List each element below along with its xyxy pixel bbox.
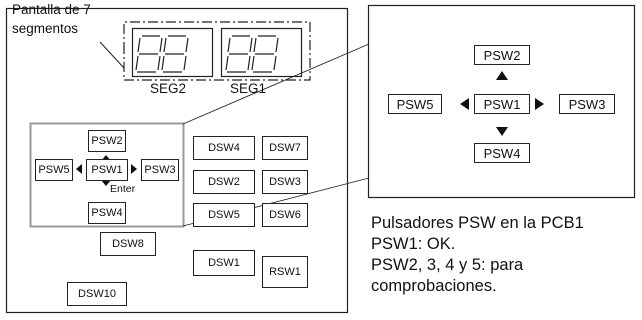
psw2-button[interactable]: PSW2 xyxy=(88,130,126,152)
seg1-frame xyxy=(220,27,303,78)
dsw8-switch[interactable]: DSW8 xyxy=(100,232,156,256)
description-line1: Pulsadores PSW en la PCB1 xyxy=(371,214,584,232)
enter-label: Enter xyxy=(110,183,136,195)
callout-line-top xyxy=(182,43,370,125)
zoom-psw3-button[interactable]: PSW3 xyxy=(559,94,615,114)
zoom-psw5-button[interactable]: PSW5 xyxy=(388,94,442,114)
psw3-button[interactable]: PSW3 xyxy=(141,159,179,181)
description-line3: PSW2, 3, 4 y 5: para xyxy=(371,256,524,274)
arrow-right-icon xyxy=(131,164,137,174)
pcb-frame xyxy=(5,7,349,314)
rsw1-switch[interactable]: RSW1 xyxy=(262,256,308,288)
dsw3-switch[interactable]: DSW3 xyxy=(262,170,308,194)
description-line2: PSW1: OK. xyxy=(371,235,456,253)
zoom-arrow-right-icon xyxy=(535,98,544,110)
seg1-label: SEG1 xyxy=(230,81,267,96)
arrow-down-icon xyxy=(101,180,111,186)
dsw6-switch[interactable]: DSW6 xyxy=(262,203,308,227)
arrow-left-icon xyxy=(76,164,82,174)
zoom-psw1-button[interactable]: PSW1 xyxy=(474,94,530,114)
zoom-arrow-up-icon xyxy=(496,71,508,80)
zoom-arrow-down-icon xyxy=(496,127,508,136)
psw4-button[interactable]: PSW4 xyxy=(88,202,126,224)
psw5-button[interactable]: PSW5 xyxy=(35,159,73,181)
dsw1-switch[interactable]: DSW1 xyxy=(193,250,255,276)
zoom-psw4-button[interactable]: PSW4 xyxy=(474,143,530,163)
dsw7-switch[interactable]: DSW7 xyxy=(262,136,308,160)
dsw2-switch[interactable]: DSW2 xyxy=(193,170,255,194)
description-line4: comprobaciones. xyxy=(371,277,497,295)
display-leader xyxy=(99,41,125,69)
psw-panel xyxy=(29,122,185,228)
dsw5-switch[interactable]: DSW5 xyxy=(193,203,255,227)
seg2-frame xyxy=(131,27,214,78)
zoom-arrow-left-icon xyxy=(460,98,469,110)
seg2-label: SEG2 xyxy=(150,81,187,96)
zoom-frame xyxy=(367,4,636,199)
display-label-line1: Pantalla de 7 xyxy=(12,2,91,17)
display-outline xyxy=(123,21,311,81)
dsw4-switch[interactable]: DSW4 xyxy=(193,136,255,160)
zoom-psw2-button[interactable]: PSW2 xyxy=(474,45,530,65)
dsw10-switch[interactable]: DSW10 xyxy=(67,282,127,306)
seven-segment-digits xyxy=(135,35,279,73)
display-label-line2: segmentos xyxy=(12,21,79,36)
psw1-button[interactable]: PSW1 xyxy=(86,159,128,181)
